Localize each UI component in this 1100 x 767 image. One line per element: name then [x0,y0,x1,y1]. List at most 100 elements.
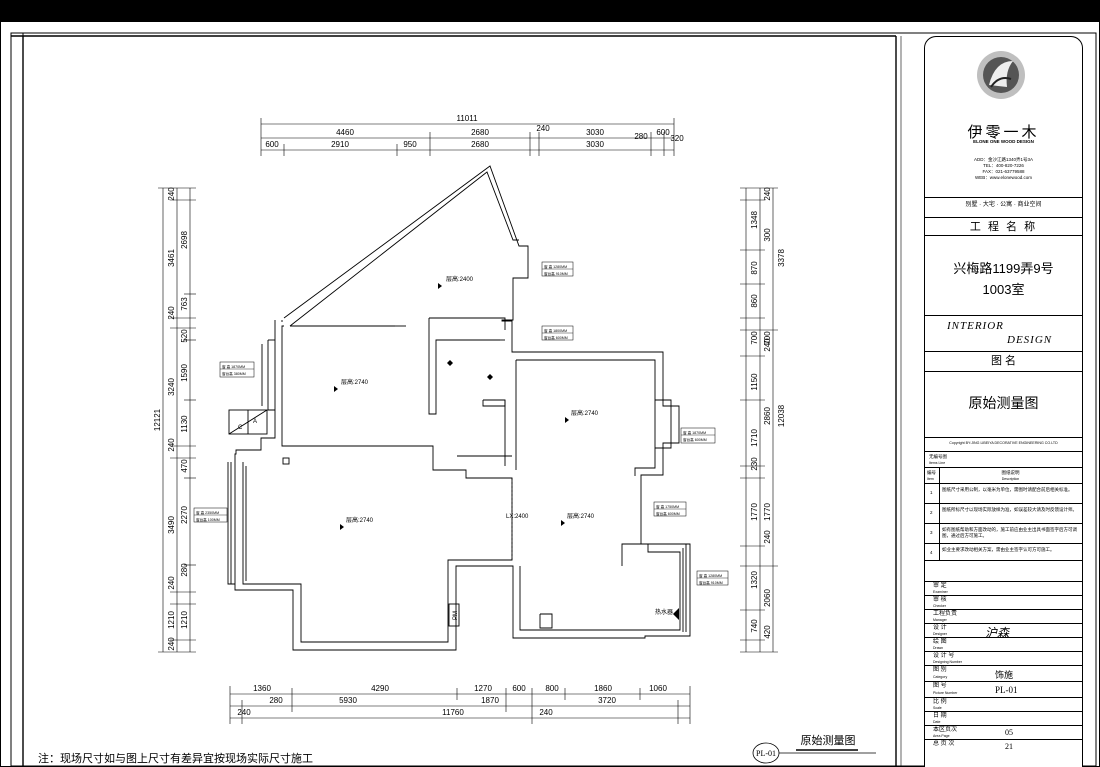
project-name-box: 兴梅路1199弄9号 1003室 [925,235,1082,311]
drawing-tag: PL-01 [756,749,776,758]
dim-top-r2-d: 2680 [471,140,489,149]
contact-address: ADD：金沙江路1340弄1号3A [973,157,1034,162]
field-label-en: Manager [933,618,947,622]
field-label: 总 页 次 [933,741,955,747]
window-tag-w3: 窗 高 1870MM 窗台高 380MM [219,361,255,378]
project-name-1: 兴梅路1199弄9号 [953,261,1054,276]
interior-word: INTERIOR [947,320,1004,332]
dim-right-i6: 1710 [750,429,759,447]
note-no: 3 [930,530,933,535]
dim-bot-r2-2: 1870 [481,696,499,705]
field-label-en: Picture Number [933,691,958,695]
ceiling-left: 层高:2740 [341,378,369,386]
contact-fax: FAX：021-63779588 [982,169,1025,174]
dim-top-r1-f: 600 [656,128,670,137]
dim-bot-r1-0: 1360 [253,684,271,693]
drawing-tag-bubble: PL-01 原始测量图 [752,733,876,764]
window-tag-w4: 窗 高 1870MM 窗台高 600MM [680,427,716,444]
dim-right-o0: 240 [763,187,772,201]
dim-top-r2-b: 2910 [331,140,349,149]
field-label: 本区页次 [933,727,958,733]
window-tag-w7: 窗 高 1280MM 窗台高 910MM [696,570,729,586]
note-no: 1 [930,490,933,495]
field-label-en: Category [933,675,948,679]
marker-arrow-4 [340,524,344,530]
dim-bot-r2-3: 3720 [598,696,616,705]
note-row: 3 如有图纸帮助和方面改动的，施工前应由业主出具书面签字后方可调图，通过后方可施… [925,523,1082,543]
dim-right-o3: 240 [763,338,772,352]
dim-bot-r1-3: 600 [512,684,526,693]
designer-signature: 沪森 [985,626,1010,640]
col-desc-en: Description [1001,477,1020,481]
dim-left-total: 12121 [153,408,162,431]
ceiling-top: 层高:2400 [446,275,474,283]
dim-bot-r1-6: 1060 [649,684,667,693]
note-row: 2 图纸所标尺寸以现场实际放样为准，如误差较大请及时反馈设计师。 [925,503,1082,523]
dim-top-r1-b: 2680 [471,128,489,137]
dim-right-i7: 230 [750,457,759,471]
construction-note: 注：现场尺寸如与图上尺寸有差异宜按现场实际尺寸施工 [38,751,313,765]
field-label: 图 号 [933,683,947,689]
field-label-en: Area Page [933,734,950,738]
field-label-en: Scale [933,706,942,710]
contact-tel: TEL：400-820-7226 [983,163,1024,168]
dim-left-i3: 1590 [180,364,189,382]
window-tag-group: 窗 高 1280MM 窗台高 910MM 窗 高 1800MM 窗台高 600M… [193,261,729,586]
dim-left-o1: 3461 [167,249,176,267]
col-no: 编号 [927,470,936,475]
window-tag-w2: 窗 高 1800MM 窗台高 600MM [541,325,574,341]
dim-right-i0: 1348 [750,211,759,229]
dim-top-r1-d: 3030 [586,128,604,137]
water-heater-label: 热水器 [655,608,673,616]
note-row: 4 如业主要求改动相关方案，需由业主签字认可方可施工。 [925,543,1082,561]
field-label-en: Designer [933,632,948,636]
dim-left-o7: 1210 [167,611,176,629]
field-label: 比 例 [933,699,947,705]
dim-left-o8: 240 [167,637,176,651]
field-label-en: Examiner [933,590,948,594]
light-marker-2 [487,374,493,380]
dim-left-i2: 520 [180,329,189,343]
logo-cn: 伊零一木 [967,124,1040,141]
field-row: 设 计 Designer 沪森 [925,623,1082,640]
field-label-en: Date [933,720,941,724]
dim-right-i11: 2060 [763,589,772,607]
w7-height: 窗 高 1280MM [699,573,722,578]
field-row: 审 核 Checker [925,595,1082,609]
field-label-en: Drawn [933,646,944,650]
dim-left-o0: 240 [167,187,176,201]
w2-height: 窗 高 1800MM [544,328,567,333]
dim-right-i2: 860 [750,294,759,308]
field-row: 绘 图 Drawn [925,637,1082,651]
dim-bot-r3-0: 240 [237,708,251,717]
top-dimensions [260,118,675,156]
dim-bot-r3-1: 11760 [442,708,464,717]
dim-right-o6: 240 [763,530,772,544]
field-row: 审 定 Examiner [925,581,1082,595]
design-word: DESIGN [1007,334,1053,346]
field-value: PL-01 [995,685,1018,695]
notes-header-cn: 无编号图 [929,454,947,459]
interior-design: INTERIOR DESIGN [925,315,1082,351]
dim-right-i8: 1770 [750,503,759,521]
company-logo-icon [977,51,1025,99]
inner-frame [10,32,1097,766]
field-row: 图 别 Category 饰施 [925,665,1082,681]
dim-right-o1: 3378 [777,249,786,267]
marker-arrow-2 [334,386,338,392]
field-value: 21 [1005,742,1013,751]
note-row: 1 图纸尺寸采用公制，以毫米为单位，需图时请配合前后相关标准。 [925,483,1082,503]
w1-sill: 窗台高 910MM [544,271,568,276]
marker-arrow-5 [561,520,565,526]
dim-right-i10: 1320 [750,571,759,589]
contact-block: ADD：金沙江路1340弄1号3A TEL：400-820-7226 FAX：0… [925,157,1082,181]
w4-sill: 窗台高 600MM [683,437,707,442]
notes-header-en: Items Line [929,461,946,465]
col-no-en: Item [927,477,934,481]
field-label: 日 期 [933,713,947,719]
right-dimensions [740,187,778,653]
note-text: 图纸尺寸采用公制，以毫米为单位，需图时请配合前后相关标准。 [942,487,1073,492]
dim-top-r1-a: 4460 [336,128,354,137]
